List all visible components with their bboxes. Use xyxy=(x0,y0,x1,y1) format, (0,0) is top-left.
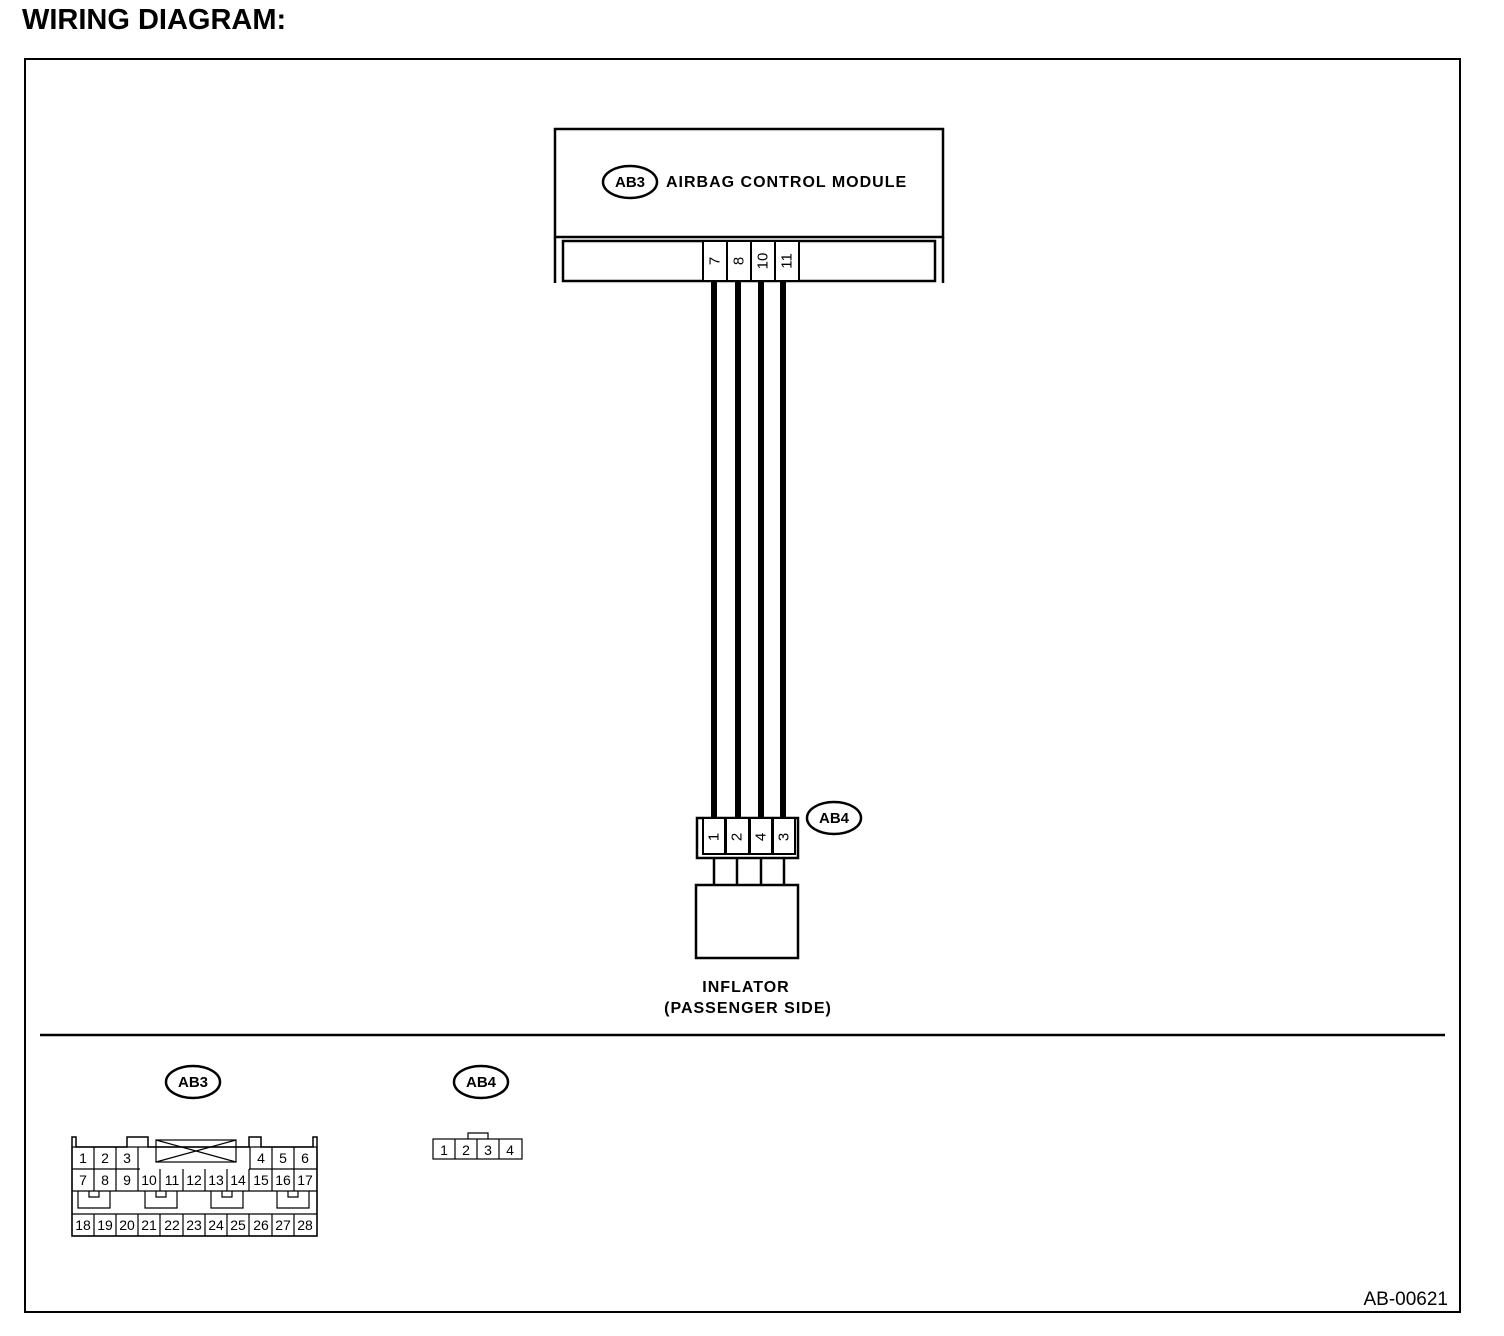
ab4-view-oval xyxy=(452,1064,510,1100)
module-pin-label: 7 xyxy=(707,257,724,265)
ab4-connector-id: AB4 xyxy=(819,810,850,827)
module-pin-cells: 7 8 10 11 xyxy=(702,240,800,282)
inflator-label-line2: (PASSENGER SIDE) xyxy=(664,1000,832,1017)
ab3-pin-label: 10 xyxy=(141,1172,157,1188)
ab3-pin-label: 17 xyxy=(297,1172,313,1188)
ab4-connector-view: AB4 1 2 3 4 xyxy=(432,1064,523,1160)
inflator-pin-label: 2 xyxy=(729,833,746,841)
ab4-view-id: AB4 xyxy=(466,1074,497,1091)
ab3-connector-oval xyxy=(601,164,659,200)
page-title: WIRING DIAGRAM: xyxy=(22,4,287,36)
ab3-pin-label: 28 xyxy=(297,1217,313,1233)
inflator-leads xyxy=(712,858,786,885)
ab3-pin-label: 18 xyxy=(75,1217,91,1233)
module-label: AIRBAG CONTROL MODULE xyxy=(666,174,907,191)
ab3-pin-label: 15 xyxy=(253,1172,269,1188)
inflator-body xyxy=(694,883,800,960)
ab4-view-pin-label: 3 xyxy=(484,1142,492,1158)
ab3-pin-label: 4 xyxy=(257,1150,265,1166)
inflator-pin-label: 3 xyxy=(776,833,793,841)
inflator-pin-label: 4 xyxy=(753,833,770,841)
ab3-view-id: AB3 xyxy=(178,1074,208,1091)
ab3-pin-label: 13 xyxy=(208,1172,224,1188)
ab4-view-pin-label: 1 xyxy=(440,1142,448,1158)
inflator-pin-label: 1 xyxy=(706,833,723,841)
ab3-pin-label: 9 xyxy=(123,1172,131,1188)
module-pin-label: 10 xyxy=(755,253,772,270)
ab3-pin-label: 23 xyxy=(186,1217,202,1233)
ab3-pin-label: 21 xyxy=(141,1217,157,1233)
ab3-pin-label: 20 xyxy=(119,1217,135,1233)
ab3-pin-label: 7 xyxy=(79,1172,87,1188)
inflator-label-line1: INFLATOR xyxy=(702,979,789,996)
ab3-view-oval xyxy=(164,1064,222,1100)
ab3-connector-id: AB3 xyxy=(615,174,645,191)
wire-harness xyxy=(711,281,786,818)
ab3-pin-label: 16 xyxy=(275,1172,291,1188)
ab3-pin-label: 5 xyxy=(279,1150,287,1166)
ab4-view-pin-label: 4 xyxy=(506,1142,514,1158)
diagram-frame xyxy=(24,58,1461,1313)
ab3-pin-label: 14 xyxy=(230,1172,246,1188)
ab3-pin-label: 8 xyxy=(101,1172,109,1188)
ab3-pin-label: 26 xyxy=(253,1217,269,1233)
module-pin-label: 8 xyxy=(731,257,748,265)
ab3-connector-view: AB3 xyxy=(71,1064,318,1237)
ab3-pin-label: 2 xyxy=(101,1150,109,1166)
ab3-pin-label: 24 xyxy=(208,1217,224,1233)
ab3-pin-label: 1 xyxy=(79,1150,87,1166)
ab3-pin-label: 27 xyxy=(275,1217,291,1233)
ab4-connector-oval xyxy=(805,800,863,836)
ab3-pin-label: 6 xyxy=(301,1150,309,1166)
ab4-view-pin-label: 2 xyxy=(462,1142,470,1158)
ab4-inflator-connector: 1 2 4 3 AB4 xyxy=(695,800,863,860)
ab3-pin-label: 22 xyxy=(164,1217,180,1233)
figure-reference-code: AB-00621 xyxy=(1363,1289,1448,1310)
ab3-pin-label: 12 xyxy=(186,1172,202,1188)
module-pin-label: 11 xyxy=(779,253,796,269)
ab3-pin-label: 3 xyxy=(123,1150,131,1166)
airbag-control-module: AB3 AIRBAG CONTROL MODULE 7 8 10 11 xyxy=(553,127,945,283)
ab3-pin-label: 25 xyxy=(230,1217,246,1233)
ab3-pin-label: 11 xyxy=(165,1172,180,1188)
ab3-pin-label: 19 xyxy=(97,1217,113,1233)
